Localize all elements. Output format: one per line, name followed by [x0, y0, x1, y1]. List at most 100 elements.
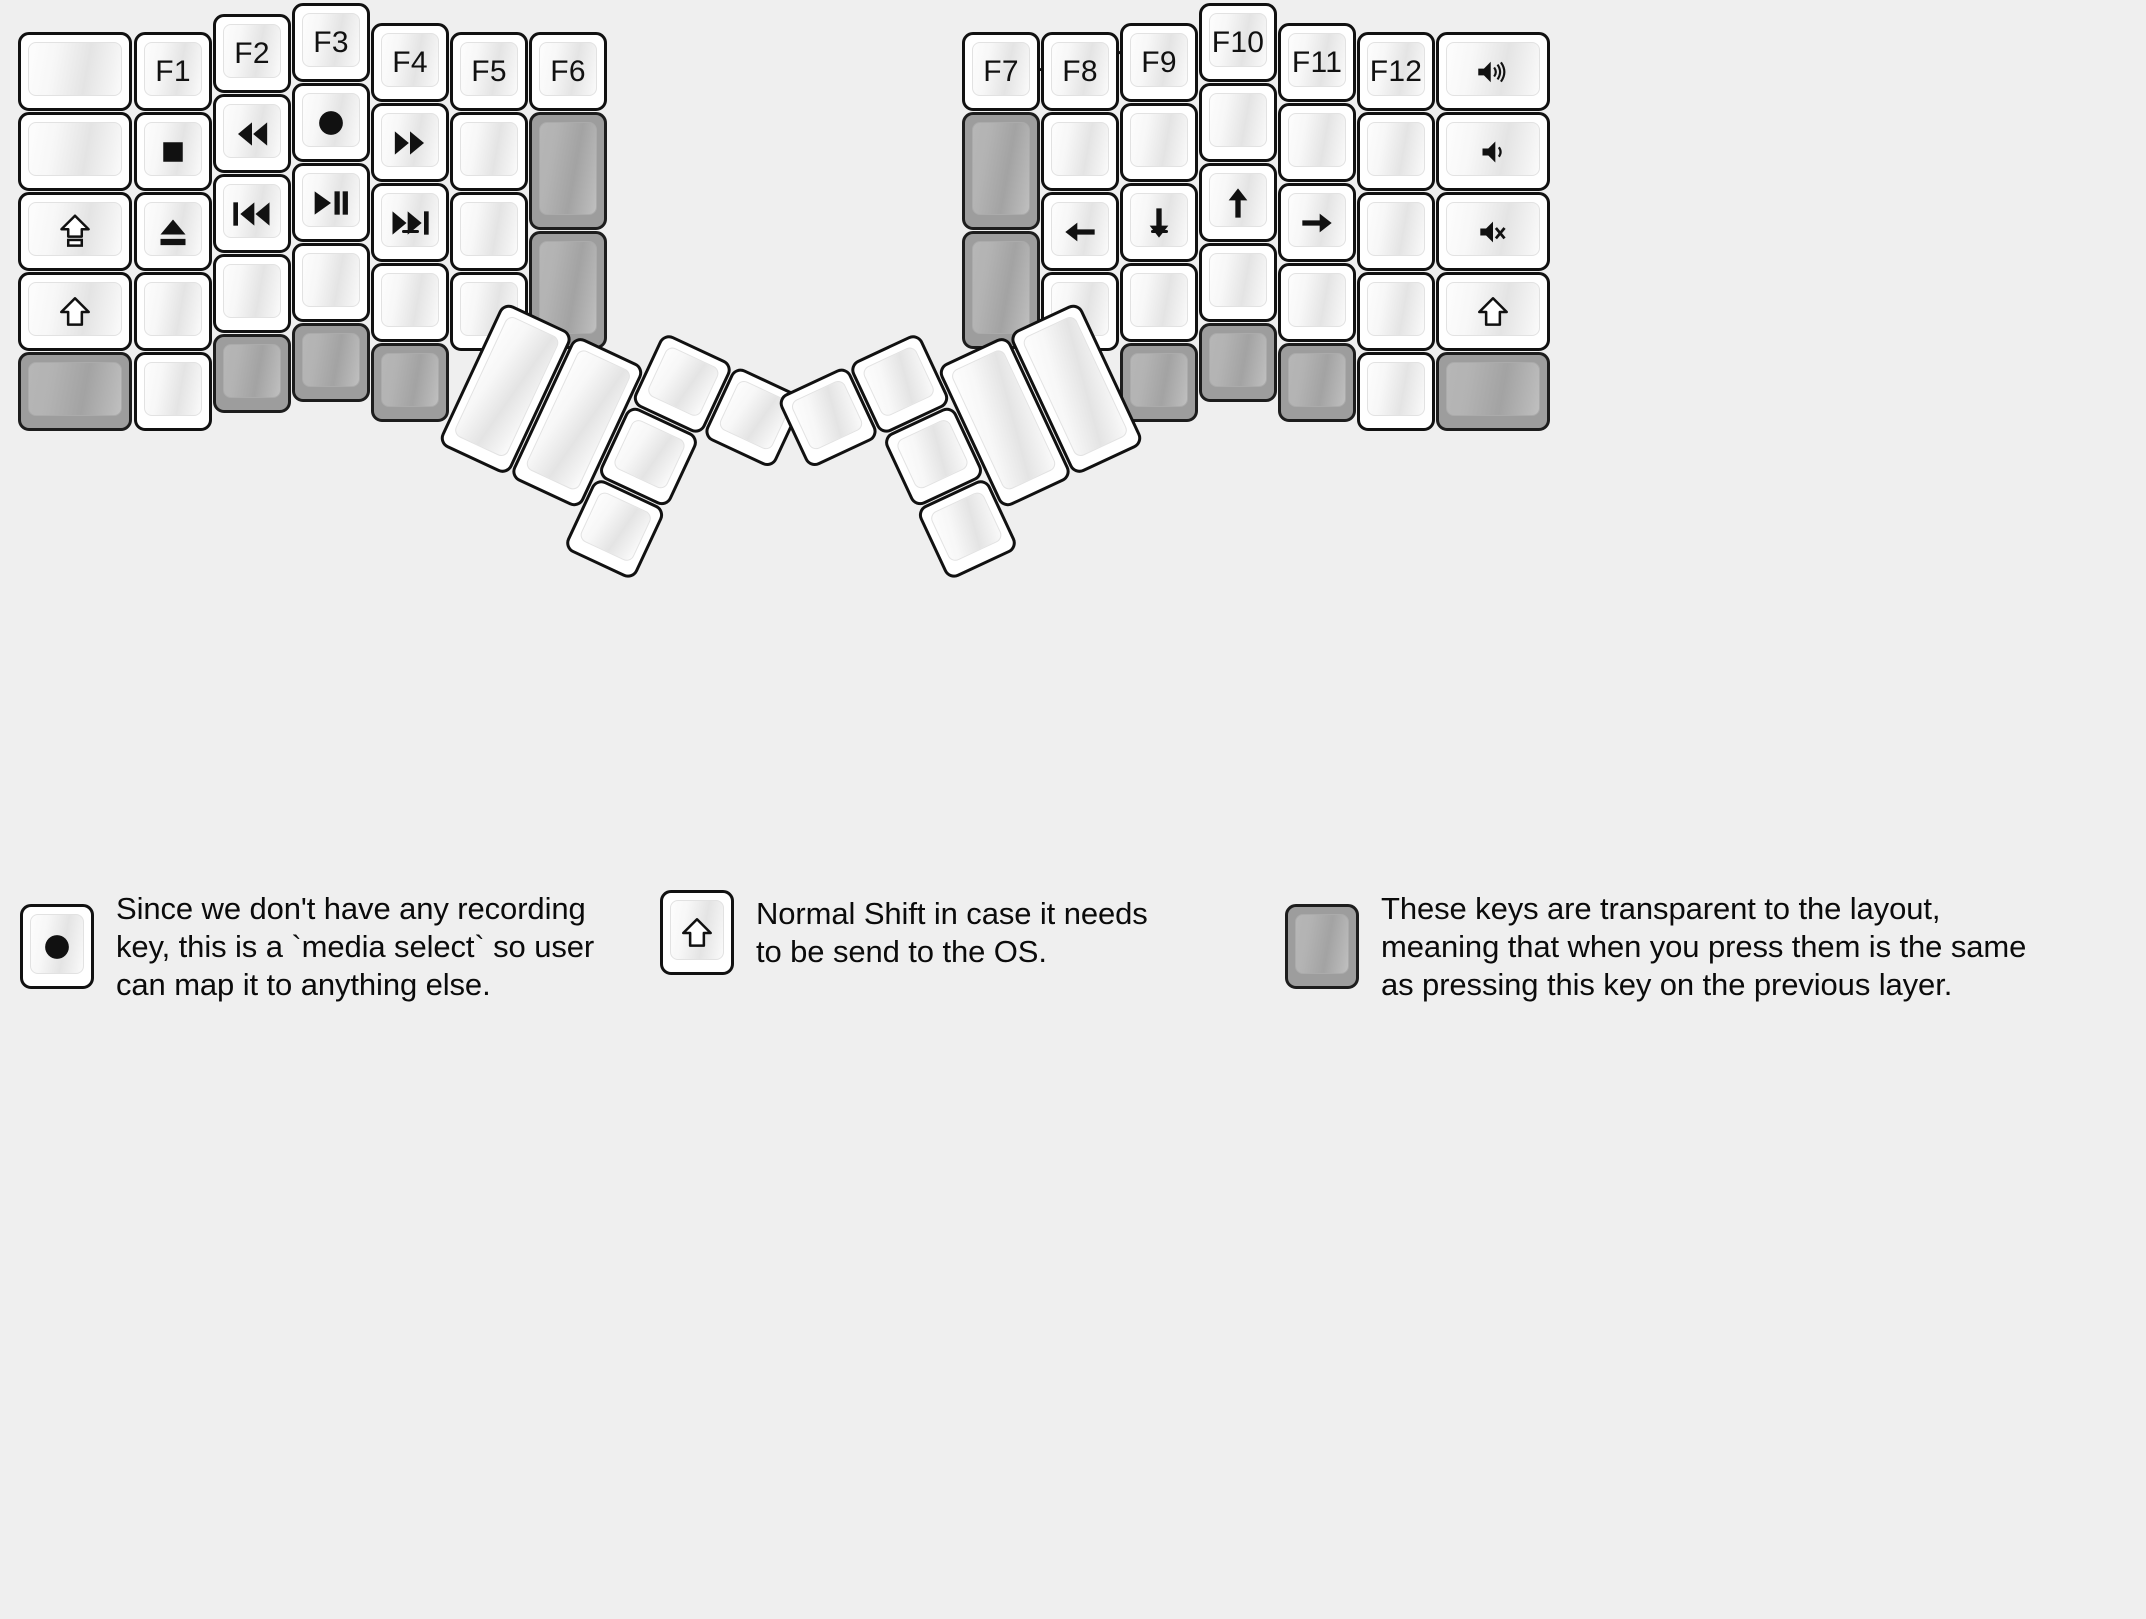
key-right-ring-2[interactable] [1278, 183, 1356, 262]
keycap-surface [1288, 273, 1346, 327]
keycap-label: F3 [313, 25, 349, 59]
key-left-index-inner-1[interactable] [450, 112, 528, 191]
key-left-index-2[interactable] [371, 183, 449, 262]
key-right-index-1[interactable] [1120, 103, 1198, 182]
key-left-middle-4[interactable] [292, 323, 370, 402]
keycap-surface [1209, 333, 1267, 387]
media-record-icon [316, 108, 346, 138]
key-left-pinky-outer-1[interactable] [18, 112, 132, 191]
key-left-middle-3[interactable] [292, 243, 370, 322]
key-right-pinky-outer-2[interactable] [1436, 192, 1550, 271]
media-play-pause-icon [314, 190, 348, 215]
legend-text-transparent-note: These keys are transparent to the layout… [1381, 891, 2027, 1002]
key-left-ring-0[interactable]: F2 [213, 14, 291, 93]
key-right-middle-4[interactable] [1199, 323, 1277, 402]
media-stop-icon [163, 141, 183, 162]
key-left-index-1[interactable] [371, 103, 449, 182]
key-right-pinky-4[interactable] [1357, 352, 1435, 431]
key-right-middle-3[interactable] [1199, 243, 1277, 322]
key-left-inner-1[interactable] [529, 112, 607, 230]
key-right-pinky-1[interactable] [1357, 112, 1435, 191]
keycap-surface [144, 42, 202, 96]
key-right-index-inner-0[interactable]: F8 [1041, 32, 1119, 111]
key-right-ring-4[interactable] [1278, 343, 1356, 422]
key-left-pinky-2[interactable] [134, 192, 212, 271]
media-next-track-icon [392, 210, 429, 235]
keycap-surface [1288, 33, 1346, 87]
media-record-icon [42, 932, 72, 962]
key-left-ring-4[interactable] [213, 334, 291, 413]
key-right-index-inner-2[interactable] [1041, 192, 1119, 271]
key-left-index-inner-2[interactable] [450, 192, 528, 271]
key-left-index-0[interactable]: F4 [371, 23, 449, 102]
key-left-pinky-outer-3[interactable] [18, 272, 132, 351]
keycap-surface [1446, 42, 1540, 96]
media-prev-track-icon [230, 200, 274, 228]
keycap-label: F5 [471, 54, 507, 88]
keycap-surface [928, 489, 1004, 564]
volume-up-icon [1478, 61, 1506, 82]
key-left-pinky-outer-4[interactable] [18, 352, 132, 431]
key-left-pinky-outer-2[interactable] [18, 192, 132, 271]
volume-mute-icon [1480, 221, 1506, 242]
key-left-ring-3[interactable] [213, 254, 291, 333]
key-left-middle-2[interactable] [292, 163, 370, 242]
keycap-label: F2 [234, 36, 270, 70]
key-left-pinky-outer-0[interactable] [18, 32, 132, 111]
key-right-ring-0[interactable]: F11 [1278, 23, 1356, 102]
key-right-pinky-3[interactable] [1357, 272, 1435, 351]
arrow-left-icon [1065, 222, 1095, 241]
media-fast-forward-icon [394, 130, 424, 155]
key-right-pinky-outer-4[interactable] [1436, 352, 1550, 431]
key-left-inner-0[interactable]: F6 [529, 32, 607, 111]
arrow-down-icon [1143, 205, 1175, 241]
keycap-surface [539, 122, 597, 215]
key-right-index-3[interactable] [1120, 263, 1198, 342]
key-right-inner-0[interactable]: F7 [962, 32, 1040, 111]
shift-icon [1478, 296, 1508, 326]
key-right-index-4[interactable] [1120, 343, 1198, 422]
keycap-surface [1051, 42, 1109, 96]
key-left-pinky-1[interactable] [134, 112, 212, 191]
volume-down-icon [1480, 138, 1506, 166]
media-rewind-icon [232, 120, 272, 148]
caps-lock-icon [60, 214, 90, 247]
key-left-index-3[interactable] [371, 263, 449, 342]
keycap-surface [789, 378, 865, 452]
media-record-icon [319, 110, 343, 135]
key-left-middle-1[interactable] [292, 83, 370, 162]
key-right-middle-1[interactable] [1199, 83, 1277, 162]
key-right-index-inner-1[interactable] [1041, 112, 1119, 191]
key-right-pinky-outer-1[interactable] [1436, 112, 1550, 191]
key-right-middle-2[interactable] [1199, 163, 1277, 242]
key-left-pinky-4[interactable] [134, 352, 212, 431]
key-left-index-inner-0[interactable]: F5 [450, 32, 528, 111]
keycap-surface [1367, 282, 1425, 336]
homing-bump-indicator [1151, 230, 1168, 233]
key-left-ring-1[interactable] [213, 94, 291, 173]
key-left-index-4[interactable] [371, 343, 449, 422]
shift-icon [59, 296, 91, 328]
legend-key-normal-shift-note [660, 890, 734, 975]
key-right-middle-0[interactable]: F10 [1199, 3, 1277, 82]
key-right-pinky-outer-3[interactable] [1436, 272, 1550, 351]
key-left-ring-2[interactable] [213, 174, 291, 253]
key-left-middle-0[interactable]: F3 [292, 3, 370, 82]
key-right-inner-1[interactable] [962, 112, 1040, 230]
key-left-pinky-3[interactable] [134, 272, 212, 351]
keycap-surface [223, 264, 281, 318]
key-right-ring-1[interactable] [1278, 103, 1356, 182]
key-right-pinky-outer-0[interactable] [1436, 32, 1550, 111]
key-right-index-2[interactable] [1120, 183, 1198, 262]
keycap-surface [1446, 202, 1540, 256]
keycap-surface [1209, 253, 1267, 307]
key-right-pinky-0[interactable]: F12 [1357, 32, 1435, 111]
key-right-pinky-2[interactable] [1357, 192, 1435, 271]
key-right-index-0[interactable]: F9 [1120, 23, 1198, 102]
media-rewind-icon [238, 121, 268, 146]
media-play-pause-icon [310, 189, 352, 217]
key-left-pinky-0[interactable]: F1 [134, 32, 212, 111]
keycap-surface [381, 353, 439, 407]
key-right-ring-3[interactable] [1278, 263, 1356, 342]
media-eject-icon [158, 217, 188, 247]
